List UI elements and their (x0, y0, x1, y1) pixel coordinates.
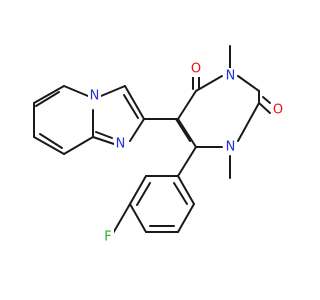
bond (111, 203, 131, 236)
ring-nitrogen-n1: N (224, 139, 237, 155)
atom-label-n: N (226, 140, 236, 155)
atom-label-n: N (226, 69, 236, 84)
imidazole-nitrogen: N (114, 136, 127, 152)
carbonyl-oxygen-top: O (189, 61, 203, 77)
bond (39, 133, 63, 149)
atom-label-o: O (273, 103, 283, 118)
bond (35, 91, 60, 107)
bond (177, 146, 197, 177)
imidazopyridine-bridgehead-nitrogen: N (88, 88, 101, 104)
molecular-structure: N N O O N N F (33, 45, 285, 245)
atom-label-n: N (116, 137, 126, 152)
bond (63, 85, 89, 97)
bond (129, 118, 145, 142)
bond (129, 203, 147, 233)
bonds (33, 45, 271, 236)
bond (123, 94, 139, 119)
bond (237, 75, 260, 92)
atom-label-f: F (104, 230, 111, 245)
bond (63, 136, 94, 155)
bond (195, 75, 223, 92)
bond (177, 175, 195, 205)
bond (175, 118, 191, 142)
bond (129, 175, 147, 205)
bond (237, 102, 260, 142)
bond (33, 136, 65, 155)
bond (177, 203, 195, 233)
bond (100, 85, 126, 97)
bond (92, 136, 115, 145)
bond (95, 131, 113, 139)
atom-label-o: O (191, 62, 201, 77)
bond (33, 85, 65, 104)
carbonyl-oxygen-right: O (271, 102, 285, 118)
bond (177, 118, 197, 148)
atom-label-n: N (90, 89, 100, 104)
ring-nitrogen-n3: N (224, 68, 237, 84)
bond (262, 96, 271, 104)
bond (136, 182, 151, 206)
bond (173, 182, 188, 205)
bond (124, 85, 145, 120)
atom-labels: N N O O N N F (88, 61, 285, 245)
bond (258, 102, 271, 114)
fluorine-atom: F (102, 229, 114, 245)
bond (177, 90, 197, 120)
